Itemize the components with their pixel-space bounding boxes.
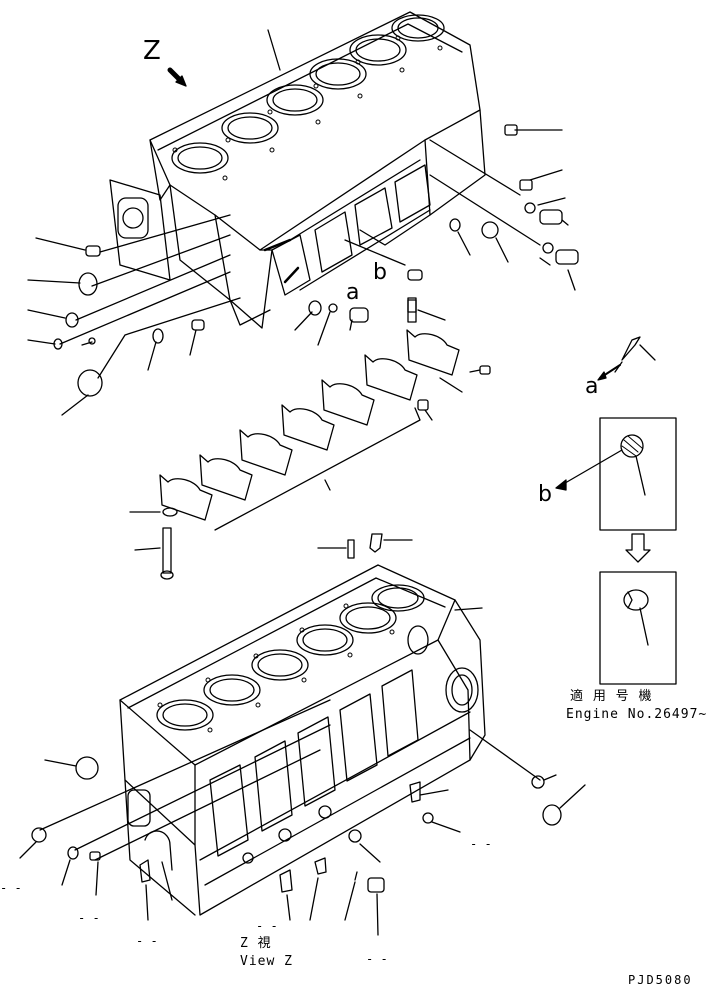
detail-box-after: [599, 571, 677, 685]
dash-mark-3: - -: [78, 911, 100, 925]
main-bearing-caps: [129, 297, 491, 580]
dash-mark-6: - -: [366, 952, 388, 966]
down-arrow: [625, 533, 651, 563]
detail-a-glyph: [614, 336, 656, 373]
left-plugs-group: [27, 214, 241, 416]
dash-mark-4: - -: [136, 934, 158, 948]
view-z-marker: Z: [143, 36, 161, 66]
view-z-jp-label: Z 視: [240, 936, 272, 951]
upper-cylinder-block: [109, 11, 486, 329]
detail-b-part: [620, 434, 646, 496]
dash-mark-2: - -: [0, 881, 22, 895]
lower-cylinder-block: [39, 564, 486, 916]
pointer-a-label: a: [585, 374, 599, 399]
view-z-en-label: View Z: [240, 954, 293, 969]
lower-plugs-group: [19, 533, 586, 936]
engine-number-label: Engine No.26497~: [566, 707, 708, 722]
dash-mark-1: - -: [470, 837, 492, 851]
detail-box-before: [599, 417, 677, 531]
drawing-code: PJD5080: [628, 973, 693, 987]
detail-a-pointer: [597, 364, 621, 381]
detail-b-pointer: [555, 449, 623, 491]
dash-mark-5: - -: [256, 919, 278, 933]
right-fittings-group: [294, 124, 579, 346]
pointer-b-label: b: [538, 482, 552, 507]
view-z-arrow: [167, 67, 187, 87]
detail-b-marker: b: [373, 260, 387, 285]
applicable-model-jp: 適 用 号 機: [570, 689, 653, 704]
detail-new-part: [623, 589, 649, 646]
detail-a-marker: a: [346, 280, 360, 305]
